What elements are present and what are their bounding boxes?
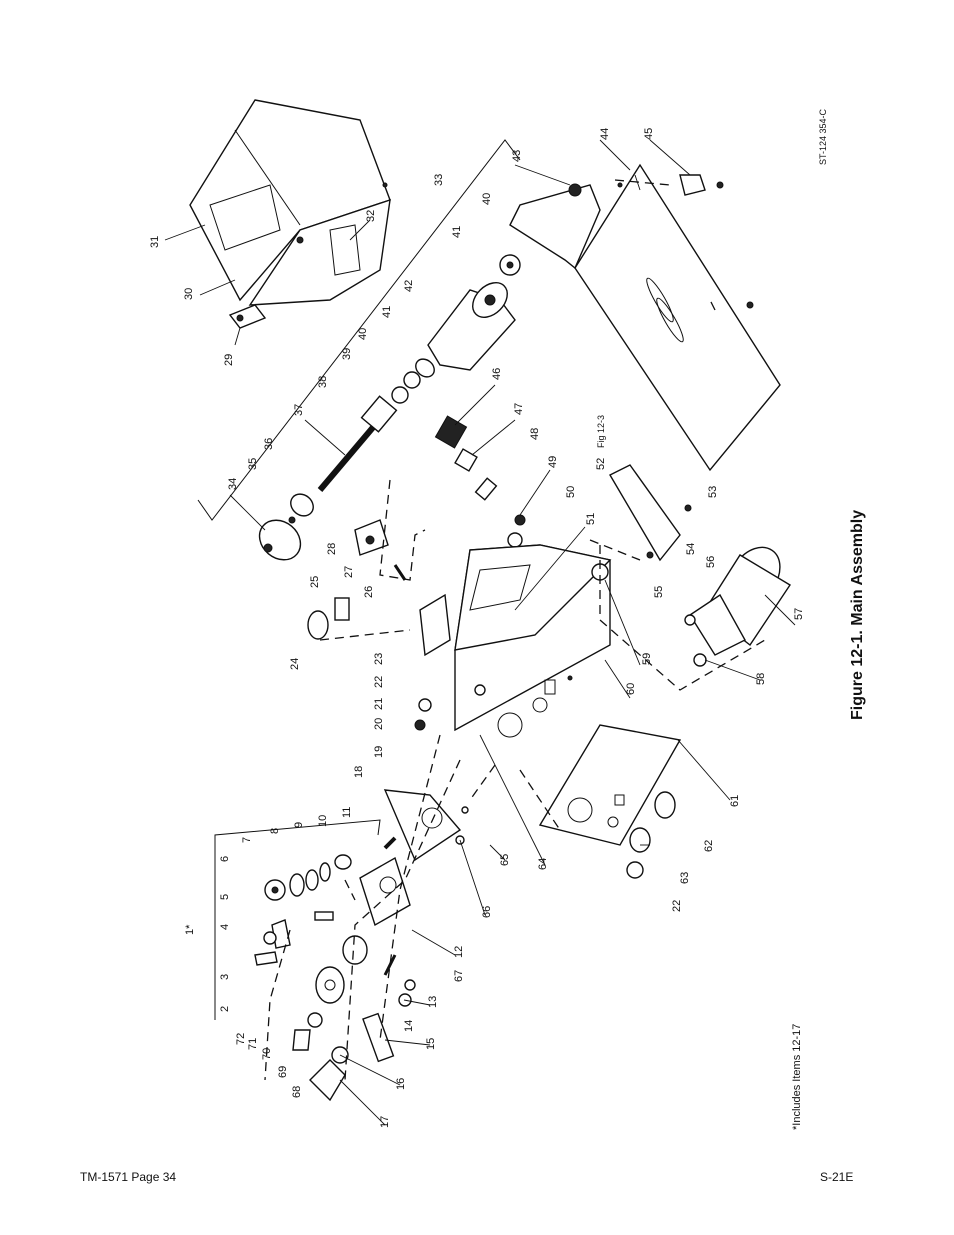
footer-right: S-21E xyxy=(820,1170,854,1184)
callout-18: 18 xyxy=(353,766,365,778)
callout-20: 20 xyxy=(373,718,385,730)
callout-40b: 40 xyxy=(481,193,493,205)
alignment-lines xyxy=(264,179,766,1081)
callout-37: 37 xyxy=(293,404,305,416)
figure-ref: Fig 12-3 xyxy=(596,415,606,448)
group-label: 1* xyxy=(184,924,196,935)
callout-36: 36 xyxy=(263,438,275,450)
callout-14: 14 xyxy=(403,1020,415,1032)
callout-25: 25 xyxy=(309,576,321,588)
callout-55: 55 xyxy=(653,586,665,598)
callout-35: 35 xyxy=(247,458,259,470)
callout-12: 12 xyxy=(453,946,465,958)
callout-56: 56 xyxy=(705,556,717,568)
callout-labels: 2 3 4 5 6 7 8 9 10 11 12 13 14 15 16 17 … xyxy=(149,128,805,1128)
callout-46: 46 xyxy=(491,368,503,380)
callout-63: 63 xyxy=(679,872,691,884)
callout-47: 47 xyxy=(513,403,525,415)
callout-11: 11 xyxy=(341,807,353,818)
callout-72: 72 xyxy=(235,1033,247,1045)
callout-50: 50 xyxy=(565,486,577,498)
connector-parts xyxy=(434,415,526,548)
callout-28: 28 xyxy=(326,543,338,555)
callout-44: 44 xyxy=(599,128,611,140)
callout-30: 30 xyxy=(183,288,195,300)
callout-58: 58 xyxy=(755,673,767,685)
callout-6: 6 xyxy=(219,856,231,862)
front-panel xyxy=(538,724,682,879)
cover-part xyxy=(189,99,391,306)
callout-51: 51 xyxy=(585,513,597,525)
callout-49: 49 xyxy=(547,456,559,468)
figure-caption: Figure 12-1. Main Assembly xyxy=(849,510,866,720)
callout-17: 17 xyxy=(379,1116,391,1128)
screw-part xyxy=(228,304,267,329)
callout-33: 33 xyxy=(433,174,445,186)
group-bracket xyxy=(214,819,381,1020)
callout-60: 60 xyxy=(625,683,637,695)
callout-40: 40 xyxy=(357,328,369,340)
leader-lines xyxy=(164,139,796,1126)
callout-19: 19 xyxy=(373,746,385,758)
callout-7: 7 xyxy=(241,837,253,843)
callout-48: 48 xyxy=(529,428,541,440)
callout-64: 64 xyxy=(537,858,549,870)
callout-39: 39 xyxy=(341,348,353,360)
callout-2: 2 xyxy=(219,1006,231,1012)
callout-68: 68 xyxy=(291,1086,303,1098)
internal-parts xyxy=(307,519,486,731)
callout-69: 69 xyxy=(277,1066,289,1078)
callout-41: 41 xyxy=(381,306,393,318)
callout-62: 62 xyxy=(703,840,715,852)
footer-left: TM-1571 Page 34 xyxy=(80,1170,177,1184)
callout-22: 22 xyxy=(373,676,385,688)
callout-52: 52 xyxy=(595,458,607,470)
callout-38: 38 xyxy=(317,376,329,388)
callout-3: 3 xyxy=(219,974,231,980)
callout-31: 31 xyxy=(149,236,161,248)
callout-57: 57 xyxy=(793,608,805,620)
callout-59: 59 xyxy=(641,653,653,665)
callout-71: 71 xyxy=(247,1038,259,1050)
callout-26: 26 xyxy=(363,586,375,598)
callout-54: 54 xyxy=(685,543,697,555)
callout-13: 13 xyxy=(427,996,439,1008)
callout-53: 53 xyxy=(707,486,719,498)
callout-8: 8 xyxy=(269,828,281,834)
callout-10: 10 xyxy=(317,815,329,827)
callout-9: 9 xyxy=(293,822,305,828)
shaft-assembly xyxy=(258,254,521,561)
callout-42: 42 xyxy=(403,280,415,292)
base-plate xyxy=(509,163,781,472)
callout-41b: 41 xyxy=(451,226,463,238)
drive-roll-assembly xyxy=(254,789,469,1102)
callout-23: 23 xyxy=(373,653,385,665)
callout-24: 24 xyxy=(289,658,301,670)
callout-22b: 22 xyxy=(671,900,683,912)
figure-note: *Includes Items 12-17 xyxy=(791,1024,803,1130)
callout-32: 32 xyxy=(365,210,377,222)
drawing-number: ST-124 354-C xyxy=(818,108,828,165)
callout-61: 61 xyxy=(729,795,741,807)
callout-29: 29 xyxy=(223,354,235,366)
callout-5: 5 xyxy=(219,894,231,900)
callout-67: 67 xyxy=(453,970,465,982)
callout-16: 16 xyxy=(395,1078,407,1090)
callout-45: 45 xyxy=(643,128,655,140)
housing-part xyxy=(454,544,612,738)
callout-34: 34 xyxy=(227,478,239,490)
callout-15: 15 xyxy=(425,1038,437,1050)
group-bracket xyxy=(197,139,521,521)
callout-66: 66 xyxy=(481,906,493,918)
motor-part xyxy=(591,464,791,667)
callout-27: 27 xyxy=(343,566,355,578)
callout-70: 70 xyxy=(261,1048,273,1060)
callout-4: 4 xyxy=(219,924,231,930)
callout-43: 43 xyxy=(511,150,523,162)
callout-21: 21 xyxy=(373,698,385,710)
